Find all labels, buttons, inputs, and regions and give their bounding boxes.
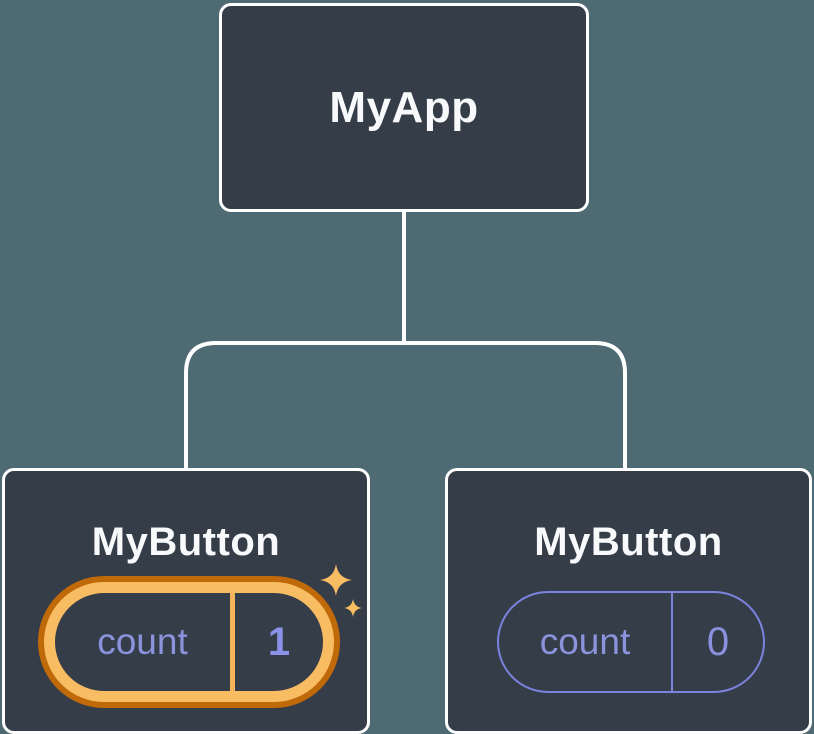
branch-to-children-line: [184, 341, 627, 470]
state-key-label: count: [97, 621, 188, 662]
node-myapp-label: MyApp: [329, 82, 479, 132]
state-key-label: count: [539, 621, 631, 662]
state-badge-count-highlighted: count 1: [38, 576, 340, 708]
state-badge-count-plain: count 0: [497, 591, 765, 693]
node-mybutton-2: MyButton count 0: [445, 468, 812, 734]
node-mybutton-1-label: MyButton: [91, 520, 281, 564]
node-myapp: MyApp: [219, 3, 589, 212]
state-badge-divider: [671, 593, 673, 691]
node-mybutton-1: MyButton count 1: [2, 468, 370, 734]
state-value: 0: [706, 619, 730, 664]
sparkle-large-icon: [320, 564, 352, 596]
state-value: 1: [267, 619, 291, 664]
sparkle-small-icon: [344, 599, 362, 617]
state-badge-gold-ring: count 1: [44, 582, 334, 702]
state-badge-divider: [230, 593, 235, 691]
node-mybutton-2-label: MyButton: [534, 520, 723, 564]
